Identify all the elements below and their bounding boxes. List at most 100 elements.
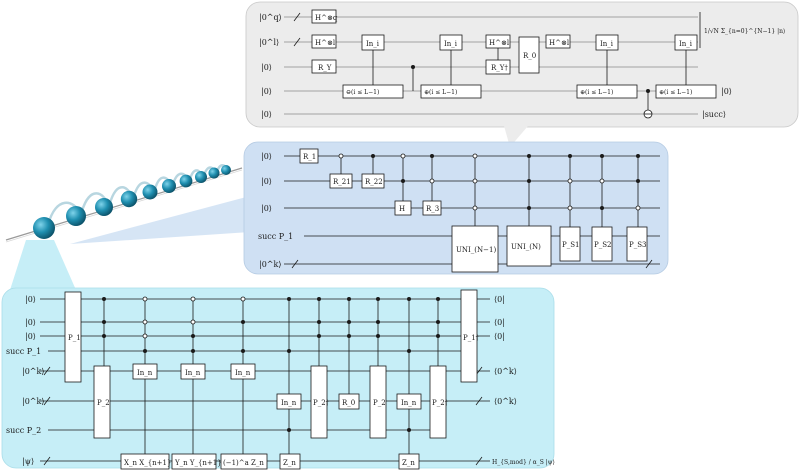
control-open	[472, 205, 478, 211]
control-open	[472, 153, 478, 159]
bottom-callout-pointer	[10, 240, 76, 290]
control-dot	[600, 206, 604, 210]
bot-output-psi: H_{S,mod} / α_S |ψ⟩	[492, 459, 555, 466]
gate-p1-dag-label: P_1†	[463, 334, 480, 342]
gate-cmp-4-label: ⊕(i ≤ L−1)	[659, 89, 692, 96]
bot-input-psi: |ψ⟩	[22, 457, 34, 466]
gate-cmp-1-label: ⊖(i ≤ L−1)	[346, 89, 379, 96]
gate-in-n-5	[396, 393, 422, 410]
gate-p2-2	[369, 365, 387, 439]
gate-ry-label: R_Y	[318, 64, 332, 72]
control-open	[472, 178, 478, 184]
mid-input-succ: succ P_1	[258, 232, 293, 241]
gate-h-l-3-label: H^⊗l	[549, 39, 570, 47]
gate-in-n-2-label: In_n	[185, 369, 201, 377]
control-dot	[527, 179, 531, 183]
control-dot	[407, 428, 411, 432]
control-open	[400, 153, 406, 159]
spin-bead	[33, 217, 55, 239]
bot-input-succ2: succ P_2	[6, 426, 41, 435]
mid-input-k: |0^k⟩	[259, 260, 281, 269]
control-dot	[347, 297, 351, 301]
gate-zz-label: (−1)^a Z_n	[223, 459, 264, 467]
control-open	[429, 178, 435, 184]
control-open	[142, 319, 148, 325]
spin-chain	[5, 164, 243, 243]
control-dot	[191, 334, 195, 338]
gate-h-label: H	[399, 205, 405, 213]
control-dot	[430, 154, 434, 158]
bot-input-k1: |0^k⟩	[22, 367, 44, 376]
gate-xx-label: X_n X_{n+1}	[124, 459, 171, 467]
control-dot	[600, 154, 604, 158]
control-open	[142, 296, 148, 302]
control-dot	[347, 334, 351, 338]
gate-p2-2-label: P_2	[373, 399, 386, 407]
gate-uni-n-label: UNI_(N)	[511, 243, 541, 251]
gate-r21	[329, 173, 353, 189]
control-dot	[317, 320, 321, 324]
gate-ry-dag-label: R_Y†	[491, 64, 508, 72]
gate-p2-dag-2	[429, 365, 447, 439]
control-dot	[436, 297, 440, 301]
spin-bead	[95, 198, 113, 216]
top-input-l: |0^l⟩	[259, 38, 279, 47]
gate-p2-1	[93, 365, 111, 439]
control-dot	[371, 154, 375, 158]
gate-p2-dag-1-label: P_2†	[313, 399, 330, 407]
gate-zz	[220, 453, 268, 470]
bot-output-0b: ⟨0|	[494, 318, 505, 327]
gate-p1-dag	[460, 289, 478, 383]
gate-r3	[422, 200, 442, 216]
gate-zn-1-label: Z_n	[283, 459, 296, 467]
control-dot	[527, 206, 531, 210]
spin-bead	[208, 167, 220, 179]
control-open	[635, 205, 641, 211]
gate-cmp-2-label: ⊕(i ≤ L−1)	[424, 89, 457, 96]
control-dot	[317, 334, 321, 338]
gate-r0	[338, 393, 360, 410]
bottom-panel: |0⟩ |0⟩ |0⟩ succ P_1 |0^k⟩ |0^k⟩ succ P_…	[1, 240, 555, 470]
control-dot	[411, 65, 415, 69]
gate-cmp-3-label: ⊕(i ≤ L−1)	[580, 89, 613, 96]
gate-in-i-1	[361, 34, 385, 51]
gate-h-l-2	[485, 34, 511, 49]
gate-ps1	[559, 226, 581, 262]
gate-r3-label: R_3	[426, 205, 439, 213]
gate-uni-n	[506, 225, 552, 267]
gate-ps3	[626, 226, 648, 262]
control-open	[142, 333, 148, 339]
middle-panel: |0⟩ |0⟩ |0⟩ succ P_1 |0^k⟩ R_1 R_21 R_22…	[70, 141, 669, 275]
gate-h-q-label: H^⊗q	[315, 14, 338, 22]
mid-input-0c: |0⟩	[261, 204, 272, 213]
gate-zn-1	[279, 453, 301, 470]
control-dot	[636, 154, 640, 158]
spin-bead	[221, 165, 231, 175]
gate-in-i-4	[674, 34, 698, 51]
control-dot	[287, 349, 291, 353]
gate-zn-2	[398, 453, 420, 470]
control-dot	[102, 297, 106, 301]
control-dot	[191, 349, 195, 353]
top-input-0c: |0⟩	[261, 110, 272, 119]
gate-r0-label: R_0	[523, 52, 536, 60]
control-dot	[527, 154, 531, 158]
control-dot	[102, 334, 106, 338]
mid-input-0a: |0⟩	[261, 152, 272, 161]
gate-ps2-label: P_S2	[594, 241, 611, 249]
spin-bead	[162, 179, 176, 193]
gate-h-l	[311, 34, 337, 49]
gate-p2-dag-1	[310, 365, 328, 439]
control-dot	[407, 297, 411, 301]
gate-r1	[299, 148, 319, 164]
control-dot	[143, 349, 147, 353]
gate-r1-label: R_1	[303, 153, 316, 161]
gate-in-i-2	[439, 34, 463, 51]
gate-in-n-1	[132, 363, 158, 380]
bot-input-0a: |0⟩	[25, 295, 36, 304]
top-output-state: 1/√N Σ_{n=0}^{N−1} |n⟩	[704, 28, 785, 35]
bot-input-succ1: succ P_1	[6, 347, 41, 356]
top-output-succ: |succ⟩	[702, 110, 726, 119]
top-panel: |0^q⟩ |0^l⟩ |0⟩ |0⟩ |0⟩ H^⊗q H^⊗l R_Y In…	[245, 1, 799, 147]
